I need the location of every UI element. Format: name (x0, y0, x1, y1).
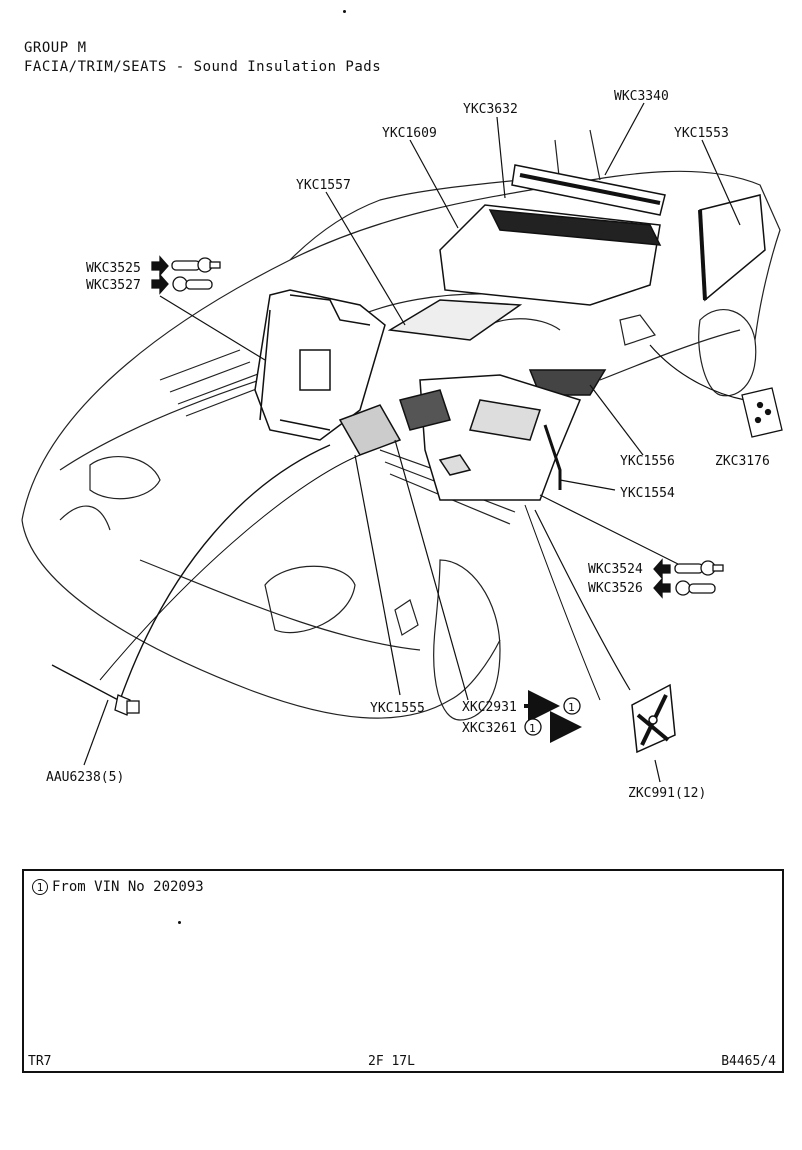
note-text: From VIN No 202093 (52, 879, 204, 895)
label-zkc991: ZKC991(12) (628, 786, 706, 801)
label-wkc3526: WKC3526 (588, 581, 643, 596)
label-ykc1556: YKC1556 (620, 454, 675, 469)
vin-marker-number: 1 (529, 722, 536, 735)
footer-page: 2F 17L (368, 1054, 415, 1069)
insulation-pads (254, 164, 766, 501)
fastener-icons (151, 255, 724, 599)
notes-panel: 1 From VIN No 202093 TR7 2F 17L B4465/4 (22, 869, 784, 1073)
label-wkc3525: WKC3525 (86, 261, 141, 276)
group-heading: GROUP M (24, 40, 87, 56)
label-wkc3524: WKC3524 (588, 562, 643, 577)
exploded-diagram: 1 1 WKC3340 YKC3632 YKC1609 YKC1553 YKC1… (21, 89, 783, 801)
rivet-aau6238 (51, 664, 140, 716)
pad-left-bulkhead (254, 289, 386, 441)
pad-ykc1557 (387, 299, 523, 341)
label-zkc3176: ZKC3176 (715, 454, 770, 469)
footer-model: TR7 (28, 1054, 52, 1069)
speck (343, 10, 346, 13)
label-aau6238: AAU6238(5) (46, 770, 124, 785)
footer-ref: B4465/4 (721, 1054, 776, 1069)
label-ykc1555: YKC1555 (370, 701, 425, 716)
page-title: FACIA/TRIM/SEATS - Sound Insulation Pads (24, 59, 382, 75)
clip-zkc991 (631, 683, 676, 754)
leader-lines (83, 102, 746, 783)
speck (178, 921, 181, 924)
label-xkc3261: XKC3261 (462, 721, 517, 736)
label-ykc1557: YKC1557 (296, 178, 351, 193)
note-marker: 1 (32, 879, 48, 895)
car-body (21, 129, 781, 721)
label-wkc3340: WKC3340 (614, 89, 669, 104)
vin-marker-number: 1 (568, 701, 575, 714)
label-wkc3527: WKC3527 (86, 278, 141, 293)
label-ykc1609: YKC1609 (382, 126, 437, 141)
vin-note: 1 From VIN No 202093 (32, 879, 204, 895)
label-ykc1554: YKC1554 (620, 486, 675, 501)
pad-ykc1554 (419, 374, 582, 501)
clip-zkc3176 (741, 387, 783, 438)
pad-ykc1553 (699, 194, 766, 302)
vin-marker-circle (524, 718, 542, 736)
label-ykc3632: YKC3632 (463, 102, 518, 117)
vin-arrows: 1 1 (524, 690, 582, 743)
pad-ykc3632 (488, 209, 662, 246)
label-xkc2931: XKC2931 (462, 700, 517, 715)
label-ykc1553: YKC1553 (674, 126, 729, 141)
pad-ykc1555 (338, 404, 402, 456)
